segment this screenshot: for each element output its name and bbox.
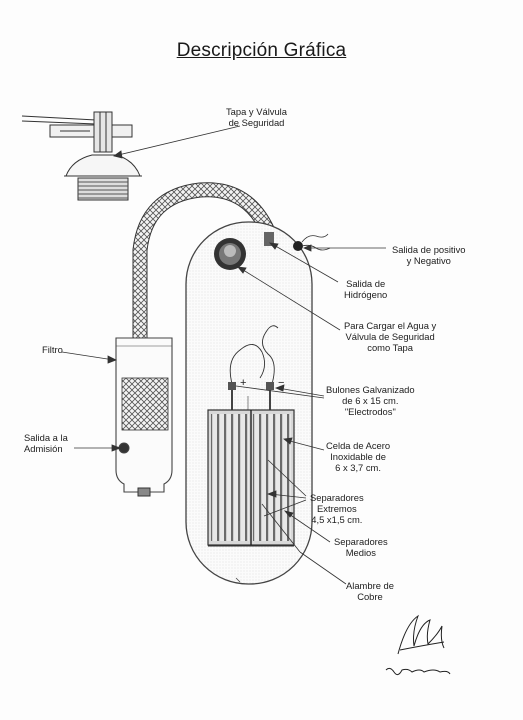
label-cargar-line1: Para Cargar el Agua y	[344, 320, 437, 331]
label-bulones: Bulones Galvanizado de 6 x 15 cm. "Elect…	[326, 384, 415, 417]
label-celda-line2: Inoxidable de	[330, 451, 386, 462]
copper-wires	[229, 325, 279, 385]
label-celda-line1: Celda de Acero	[326, 440, 391, 451]
label-bulones-line3: "Electrodos"	[344, 406, 396, 417]
label-alambre-line1: Alambre de	[346, 580, 394, 591]
page-mark	[235, 577, 241, 583]
label-tapa-line1: Tapa y Válvula	[226, 106, 287, 117]
label-celda-line3: 6 x 3,7 cm.	[335, 462, 381, 473]
label-hidrogeno-line2: Hidrógeno	[344, 289, 388, 300]
label-medios: Separadores Medios	[334, 536, 388, 558]
page-title: Descripción Gráfica	[176, 40, 347, 61]
electrode-bolts	[228, 382, 274, 412]
filter-bottle	[115, 337, 173, 497]
label-filtro: Filtro	[42, 344, 63, 355]
label-bulones-line2: de 6 x 15 cm.	[342, 395, 399, 406]
label-tapa: Tapa y Válvula de Seguridad	[226, 106, 287, 128]
label-cargar-line3: como Tapa	[367, 342, 413, 353]
label-cargar: Para Cargar el Agua y Válvula de Segurid…	[344, 320, 436, 353]
label-alambre-line2: Cobre	[357, 591, 383, 602]
label-cargar-line2: Válvula de Seguridad	[345, 331, 435, 342]
label-hidrogeno-line1: Salida de	[346, 278, 386, 289]
label-positivo: Salida de positivo y Negativo	[392, 244, 466, 266]
label-celda: Celda de Acero Inoxidable de 6 x 3,7 cm.	[326, 440, 390, 473]
label-positivo-line2: y Negativo	[406, 255, 451, 266]
label-admision-line1: Salida a la	[24, 432, 68, 443]
label-extremos-line2: Extremos	[317, 503, 357, 514]
label-tapa-line2: de Seguridad	[228, 117, 285, 128]
leader-arrows	[61, 125, 386, 585]
label-bulones-line1: Bulones Galvanizado	[326, 384, 415, 395]
label-medios-line2: Medios	[345, 547, 376, 558]
label-extremos-line3: 4,5 x1,5 cm.	[311, 514, 363, 525]
electrode-minus-sign: −	[278, 377, 285, 389]
signature-drawing	[385, 614, 451, 676]
label-hidrogeno: Salida de Hidrógeno	[344, 278, 387, 300]
label-admision: Salida a la Admisión	[24, 432, 68, 454]
label-medios-line1: Separadores	[334, 536, 388, 547]
label-positivo-line1: Salida de positivo	[392, 244, 466, 255]
label-extremos: Separadores Extremos 4,5 x1,5 cm.	[310, 492, 364, 525]
safety-cap-drawing	[21, 111, 142, 201]
label-admision-line2: Admisión	[24, 443, 63, 454]
electrode-plus-sign: +	[240, 377, 247, 389]
label-extremos-line1: Separadores	[310, 492, 364, 503]
label-alambre: Alambre de Cobre	[346, 580, 394, 602]
hydrogen-hose	[132, 182, 277, 338]
steel-cell	[207, 409, 295, 547]
